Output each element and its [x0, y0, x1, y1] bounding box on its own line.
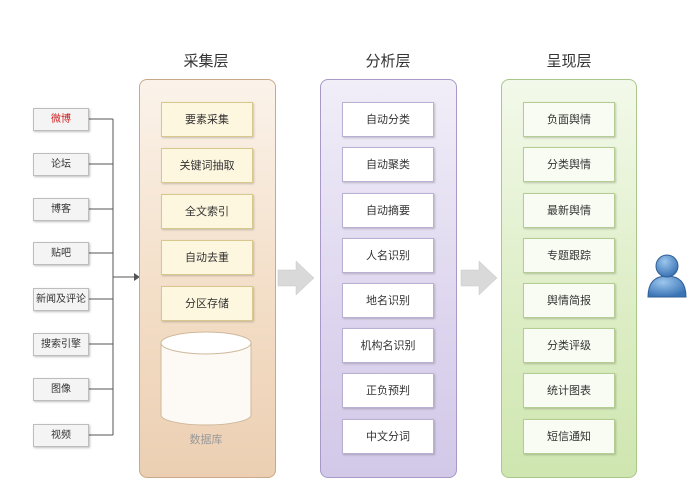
source-blog: 博客: [33, 198, 89, 221]
display-item: 最新舆情: [523, 193, 615, 228]
display-item: 舆情简报: [523, 283, 615, 318]
source-video: 视频: [33, 424, 89, 447]
analysis-item: 机构名识别: [342, 328, 434, 363]
display-item: 负面舆情: [523, 102, 615, 137]
display-item: 分类舆情: [523, 147, 615, 182]
collect-item: 要素采集: [161, 102, 253, 137]
layer-title-collect: 采集层: [183, 52, 229, 70]
arrow-collect-to-analysis-icon: [277, 260, 315, 296]
analysis-item: 正负预判: [342, 373, 434, 408]
layer-display-panel: [501, 79, 637, 478]
source-search-engine: 搜索引擎: [33, 333, 89, 356]
source-weibo: 微博: [33, 108, 89, 131]
collect-item: 自动去重: [161, 240, 253, 275]
layer-analysis-panel: [320, 79, 457, 478]
analysis-item: 中文分词: [342, 419, 434, 454]
source-news: 新闻及评论: [33, 288, 89, 311]
database-label: 数据库: [189, 433, 223, 446]
arrow-analysis-to-display-icon: [460, 260, 498, 296]
analysis-item: 地名识别: [342, 283, 434, 318]
display-item: 统计图表: [523, 373, 615, 408]
analysis-item: 人名识别: [342, 238, 434, 273]
database-cylinder-icon: [160, 331, 252, 426]
source-forum: 论坛: [33, 153, 89, 176]
source-connectors: [88, 118, 134, 436]
collect-item: 关键词抽取: [161, 148, 253, 183]
display-item: 分类评级: [523, 328, 615, 363]
source-tieba: 贴吧: [33, 242, 89, 265]
analysis-item: 自动摘要: [342, 193, 434, 228]
collect-item: 分区存储: [161, 286, 253, 321]
display-item: 专题跟踪: [523, 238, 615, 273]
user-icon: [647, 254, 687, 298]
source-image: 图像: [33, 378, 89, 401]
collect-item: 全文索引: [161, 194, 253, 229]
connector-arrowhead: [134, 273, 140, 281]
layer-title-analysis: 分析层: [365, 52, 411, 70]
layer-title-display: 呈现层: [546, 52, 592, 70]
display-item: 短信通知: [523, 419, 615, 454]
analysis-item: 自动聚类: [342, 147, 434, 182]
analysis-item: 自动分类: [342, 102, 434, 137]
